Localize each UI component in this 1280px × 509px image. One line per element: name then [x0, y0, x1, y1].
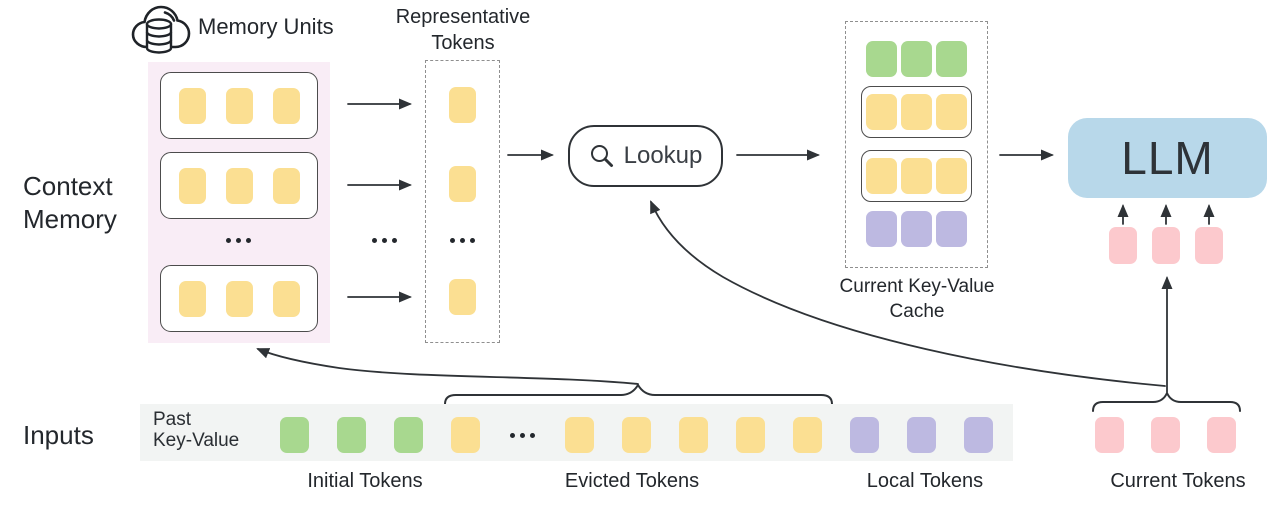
green-token [337, 417, 366, 453]
pink-token [1095, 417, 1124, 453]
cache-row-memory-unit [861, 150, 972, 202]
past-kv-tokens [280, 417, 993, 453]
local-tokens-label: Local Tokens [866, 470, 984, 492]
yellow-token [225, 87, 253, 124]
cache-row-local [846, 211, 987, 247]
representative-tokens-label: Representative Tokens [395, 6, 531, 54]
cache-row-initial [846, 41, 987, 77]
yellow-token [866, 158, 897, 194]
evicted-tokens-label: Evicted Tokens [564, 470, 700, 492]
yellow-token [565, 417, 594, 453]
lookup-box: Lookup [568, 125, 723, 187]
yellow-token [272, 87, 300, 124]
ellipsis-icon [508, 417, 537, 453]
yellow-token [178, 280, 206, 317]
yellow-token [866, 94, 897, 130]
pink-token [1152, 227, 1180, 264]
pink-token [1151, 417, 1180, 453]
purple-token [907, 417, 936, 453]
ellipsis-icon [226, 238, 231, 243]
yellow-token [225, 167, 253, 204]
memory-units-label: Memory Units [198, 14, 334, 39]
yellow-token [622, 417, 651, 453]
ellipsis-icon [372, 238, 377, 243]
yellow-token [793, 417, 822, 453]
purple-token [901, 211, 932, 247]
initial-tokens-label: Initial Tokens [307, 470, 423, 492]
green-token [901, 41, 932, 77]
current-tokens-label: Current Tokens [1110, 470, 1246, 492]
cache-row-memory-unit [861, 86, 972, 138]
pink-token [1109, 227, 1137, 264]
purple-token [850, 417, 879, 453]
current-tokens-brace [1092, 392, 1241, 412]
yellow-token [449, 279, 476, 315]
yellow-token [736, 417, 765, 453]
purple-token [866, 211, 897, 247]
purple-token [964, 417, 993, 453]
yellow-token [272, 280, 300, 317]
llm-label: LLM [1121, 132, 1214, 184]
pink-token [1195, 227, 1223, 264]
purple-token [936, 211, 967, 247]
green-token [866, 41, 897, 77]
lookup-label: Lookup [623, 142, 703, 169]
context-memory-label: Context Memory [23, 171, 117, 234]
llm-input-tokens [1109, 227, 1223, 264]
current-kv-cache-box [845, 21, 988, 268]
representative-tokens-box [425, 60, 500, 343]
magnifier-icon [590, 145, 613, 167]
arrow-evicted-to-memory [256, 348, 639, 385]
green-token [936, 41, 967, 77]
memory-unit-row [160, 265, 318, 332]
yellow-token [178, 87, 206, 124]
ellipsis-icon [450, 238, 455, 243]
memory-unit-row [160, 72, 318, 139]
yellow-token [679, 417, 708, 453]
yellow-token [272, 167, 300, 204]
current-kv-cache-label: Current Key-Value Cache [839, 276, 995, 322]
pink-token [1207, 417, 1236, 453]
llm-box: LLM [1068, 118, 1267, 198]
yellow-token [451, 417, 480, 453]
yellow-token [449, 87, 476, 123]
yellow-token [901, 94, 932, 130]
cloud-database-icon [131, 5, 191, 54]
yellow-token [449, 166, 476, 202]
green-token [280, 417, 309, 453]
context-memory-panel [148, 62, 330, 343]
yellow-token [178, 167, 206, 204]
yellow-token [936, 158, 967, 194]
memory-unit-row [160, 152, 318, 219]
yellow-token [225, 280, 253, 317]
yellow-token [936, 94, 967, 130]
yellow-token [901, 158, 932, 194]
inputs-label: Inputs [23, 420, 94, 450]
current-tokens-group [1095, 417, 1236, 453]
evicted-tokens-brace [444, 384, 833, 405]
green-token [394, 417, 423, 453]
past-kv-label: Past Key-Value [153, 409, 240, 451]
